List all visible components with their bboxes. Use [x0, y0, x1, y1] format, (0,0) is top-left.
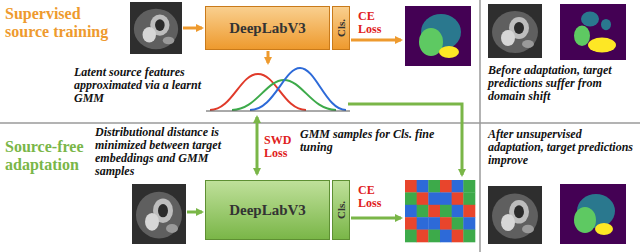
segmentation-output: [405, 6, 471, 66]
grid-cell: [428, 205, 440, 218]
grid-cell: [405, 205, 417, 218]
mri-image: [132, 184, 186, 244]
grid-cell: [417, 217, 429, 230]
row-title: Source-free adaptation: [5, 138, 91, 175]
grid-cell: [428, 217, 440, 230]
grid-cell: [428, 192, 440, 205]
encoder-box: DeepLabV3: [205, 6, 330, 50]
grid-cell: [463, 230, 475, 243]
loss-label: SWD Loss: [264, 134, 298, 160]
encoder-box: DeepLabV3: [205, 180, 330, 240]
grid-cell: [405, 192, 417, 205]
mri-image: [488, 4, 542, 58]
grid-cell: [417, 205, 429, 218]
grid-cell: [463, 180, 475, 193]
flow-arrow: [351, 217, 401, 220]
note-text: Distributional distance is minimized bet…: [95, 126, 250, 178]
loss-label: CE Loss: [358, 10, 398, 36]
grid-cell: [417, 180, 429, 193]
encoder-label: DeepLabV3: [229, 202, 306, 219]
mri-image: [488, 186, 542, 244]
encoder-label: DeepLabV3: [229, 20, 306, 37]
grid-cell: [440, 217, 452, 230]
grid-cell: [463, 217, 475, 230]
mri-image: [130, 2, 182, 54]
classifier-label: Cls.: [335, 201, 347, 219]
grid-cell: [452, 192, 464, 205]
grid-cell: [463, 192, 475, 205]
flow-arrow: [187, 211, 202, 214]
gaussian-curve: [250, 68, 346, 110]
grid-cell: [440, 180, 452, 193]
row-divider: [0, 122, 640, 124]
segmentation-output: [560, 4, 626, 60]
grid-cell: [452, 180, 464, 193]
flow-arrow: [351, 39, 401, 42]
grid-cell: [440, 192, 452, 205]
note-text: GMM samples for Cls. fine tuning: [300, 128, 435, 154]
segmentation-output: [560, 184, 626, 244]
flow-arrow: [267, 51, 270, 63]
grid-cell: [452, 205, 464, 218]
gaussian-curve: [232, 80, 336, 110]
loss-label: CE Loss: [358, 184, 398, 210]
grid-cell: [417, 230, 429, 243]
flow-arrow: [183, 27, 202, 30]
grid-cell: [405, 180, 417, 193]
gmm-sample-grid: [405, 180, 475, 242]
grid-cell: [428, 180, 440, 193]
row-title: Supervised source training: [5, 5, 125, 42]
classifier-box: Cls.: [332, 6, 350, 50]
grid-cell: [417, 192, 429, 205]
grid-cell: [463, 205, 475, 218]
axis-line: [206, 111, 350, 112]
column-divider: [479, 0, 481, 252]
grid-cell: [452, 230, 464, 243]
note-text: Before adaptation, target predictions su…: [488, 64, 634, 103]
grid-cell: [405, 230, 417, 243]
classifier-label: Cls.: [335, 19, 347, 37]
grid-cell: [405, 217, 417, 230]
classifier-box: Cls.: [332, 180, 350, 240]
note-text: Latent source features approximated via …: [74, 66, 204, 105]
swd-double-arrow: [256, 117, 259, 174]
grid-cell: [428, 230, 440, 243]
grid-cell: [440, 230, 452, 243]
grid-cell: [452, 217, 464, 230]
gaussian-curve: [210, 74, 306, 110]
note-text: After unsupervised adaptation, target pr…: [488, 128, 634, 167]
grid-cell: [440, 205, 452, 218]
